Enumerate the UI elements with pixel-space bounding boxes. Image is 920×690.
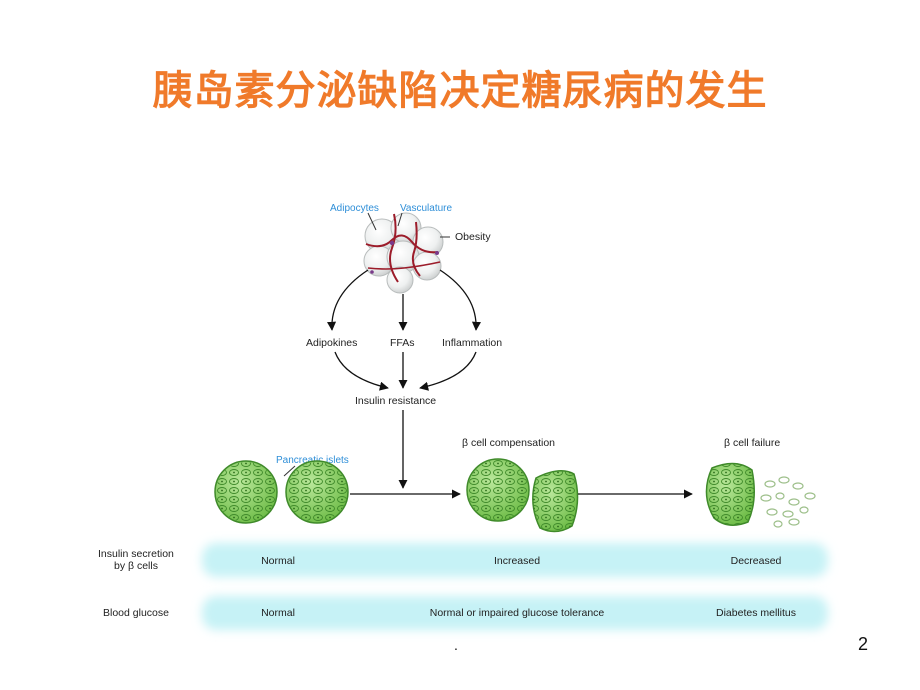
compensation-islet-round — [466, 458, 530, 522]
normal-islet-left — [214, 460, 278, 524]
failing-islet — [705, 462, 755, 526]
insulin-secretion-normal: Normal — [261, 555, 295, 567]
vasculature-leader-line — [397, 212, 403, 227]
adipocytes-label: Adipocytes — [330, 203, 379, 214]
arrow-obesity-to-inflammation — [439, 269, 482, 331]
page-number: 2 — [857, 634, 868, 654]
footer-mark: . — [454, 637, 458, 653]
beta-cell-failure-label: β cell failure — [724, 437, 780, 449]
slide-title: 胰岛素分泌缺陷决定糖尿病的发生 — [152, 68, 768, 114]
blood-glucose-impaired: Normal or impaired glucose tolerance — [430, 607, 605, 619]
normal-islet-right — [285, 460, 349, 524]
obesity-label: Obesity — [455, 231, 491, 243]
vasculature-label: Vasculature — [400, 203, 453, 214]
islets-leader-line — [283, 465, 296, 477]
adipocytes-leader-line — [367, 212, 377, 231]
insulin-secretion-band — [202, 543, 828, 577]
insulin-secretion-label-line2: by β cells — [114, 560, 158, 572]
blood-glucose-diabetes: Diabetes mellitus — [716, 607, 796, 619]
compensation-islet-enlarged — [532, 470, 579, 533]
insulin-secretion-increased: Increased — [494, 555, 540, 567]
blood-glucose-label: Blood glucose — [103, 607, 169, 619]
arrow-adipokines-to-resistance — [334, 351, 389, 391]
insulin-resistance-label: Insulin resistance — [355, 395, 436, 407]
degenerated-islet — [760, 476, 816, 528]
blood-glucose-band — [202, 596, 828, 630]
arrow-inflammation-to-resistance — [419, 351, 477, 391]
blood-glucose-normal: Normal — [261, 607, 295, 619]
inflammation-label: Inflammation — [442, 337, 502, 349]
beta-cell-compensation-label: β cell compensation — [462, 437, 555, 449]
adipokines-label: Adipokines — [306, 337, 357, 349]
adipose-tissue-illustration — [363, 212, 444, 294]
ffas-label: FFAs — [390, 337, 415, 349]
insulin-secretion-decreased: Decreased — [731, 555, 782, 567]
pancreatic-islets-label: Pancreatic islets — [276, 455, 349, 466]
insulin-secretion-label-line1: Insulin secretion — [98, 548, 174, 560]
arrow-obesity-to-adipokines — [326, 269, 369, 331]
